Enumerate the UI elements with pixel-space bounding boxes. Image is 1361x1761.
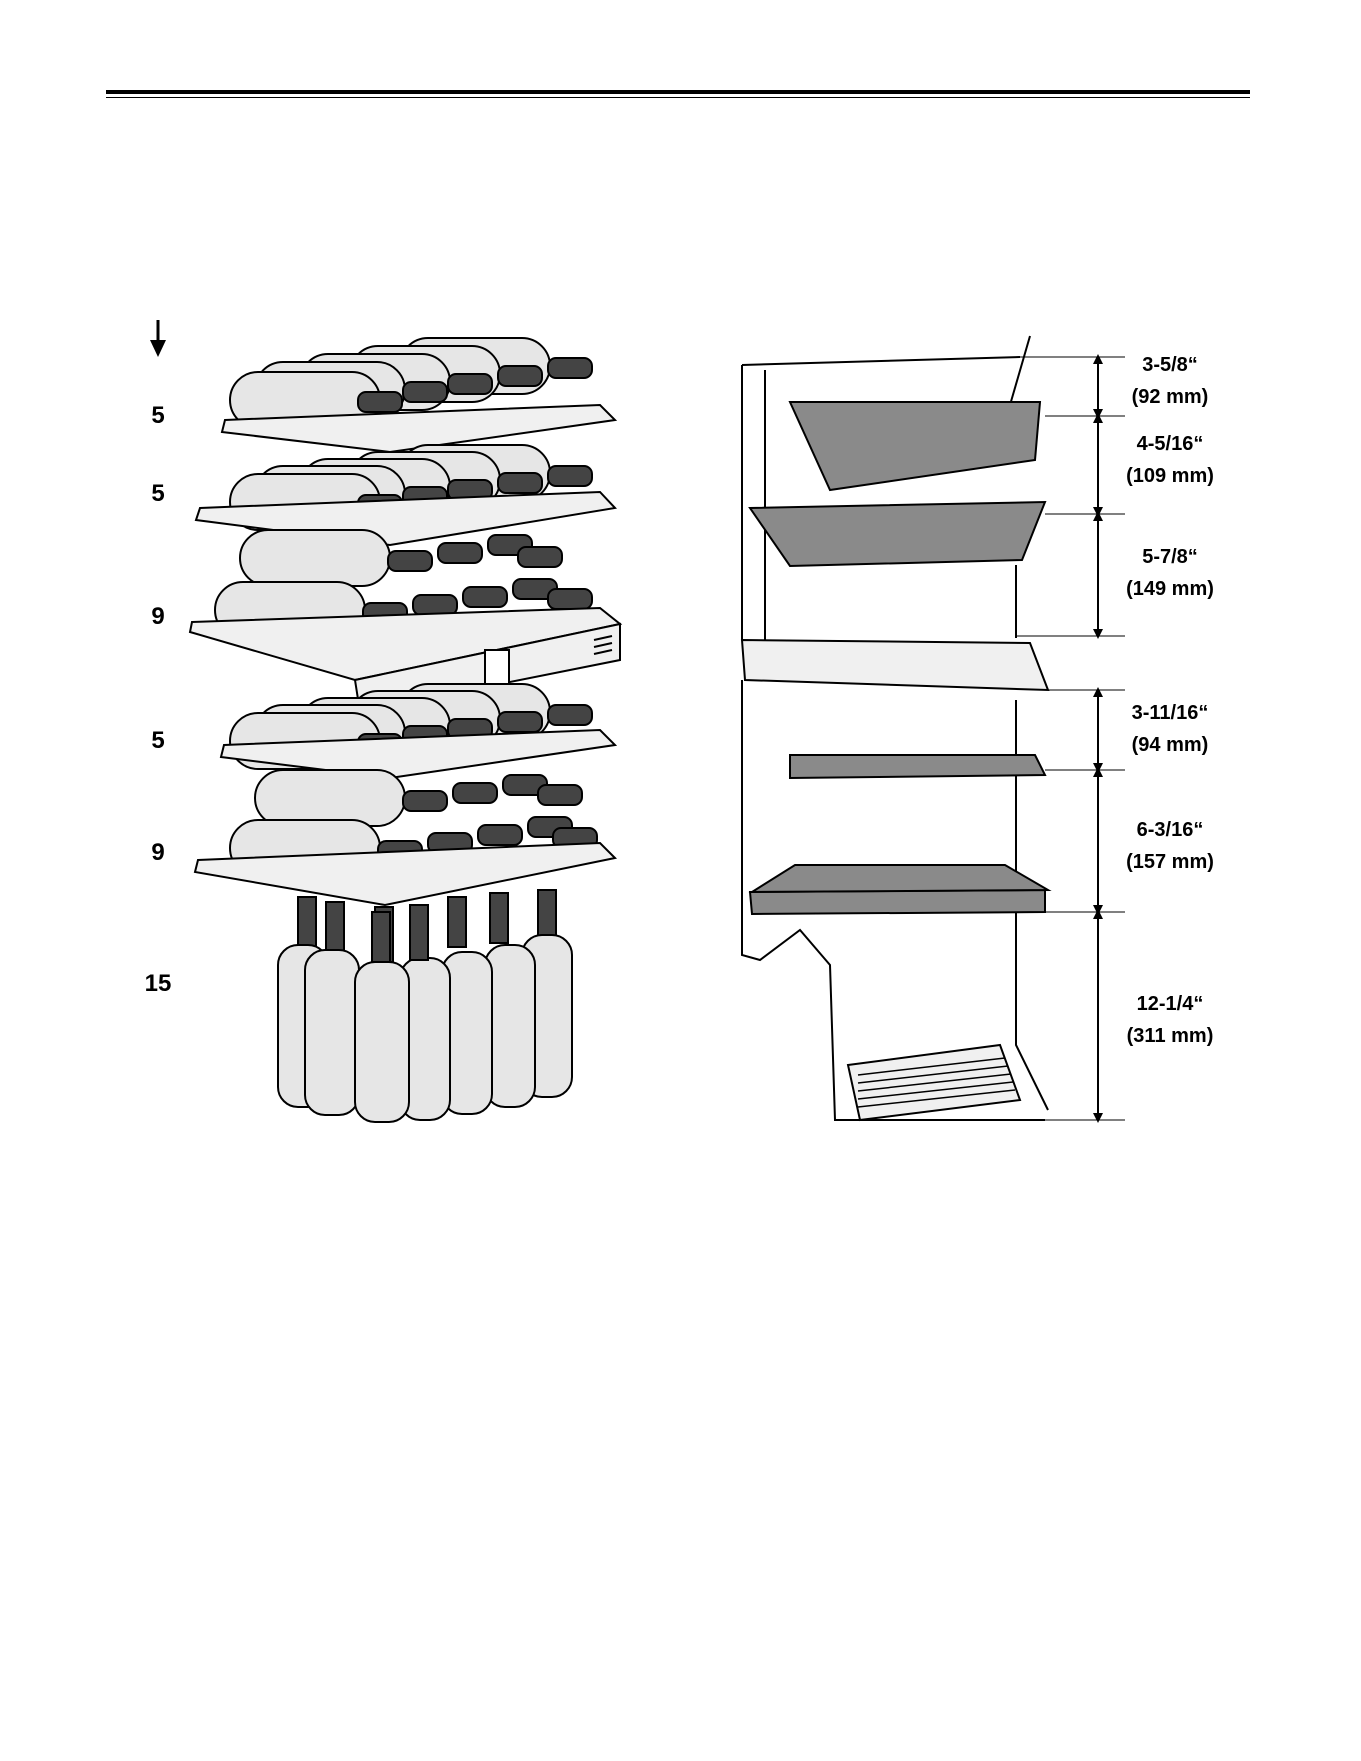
divider <box>742 640 1048 690</box>
cabinet-top-flap <box>1010 336 1030 405</box>
arrow-down-icon <box>150 320 166 357</box>
cabinet-top <box>742 357 1020 365</box>
floor-bottles <box>278 890 572 1122</box>
shelf-a <box>790 402 1040 490</box>
shelf-d <box>750 890 1045 914</box>
cabinet-cross-section <box>742 336 1125 1120</box>
shelf-d-top <box>752 865 1048 892</box>
wine-rack-illustration <box>190 338 620 1122</box>
dimension-reference-lines <box>1016 357 1125 1120</box>
display-icon <box>485 650 509 684</box>
shelf-c <box>790 755 1045 778</box>
shelf-b <box>750 502 1045 566</box>
